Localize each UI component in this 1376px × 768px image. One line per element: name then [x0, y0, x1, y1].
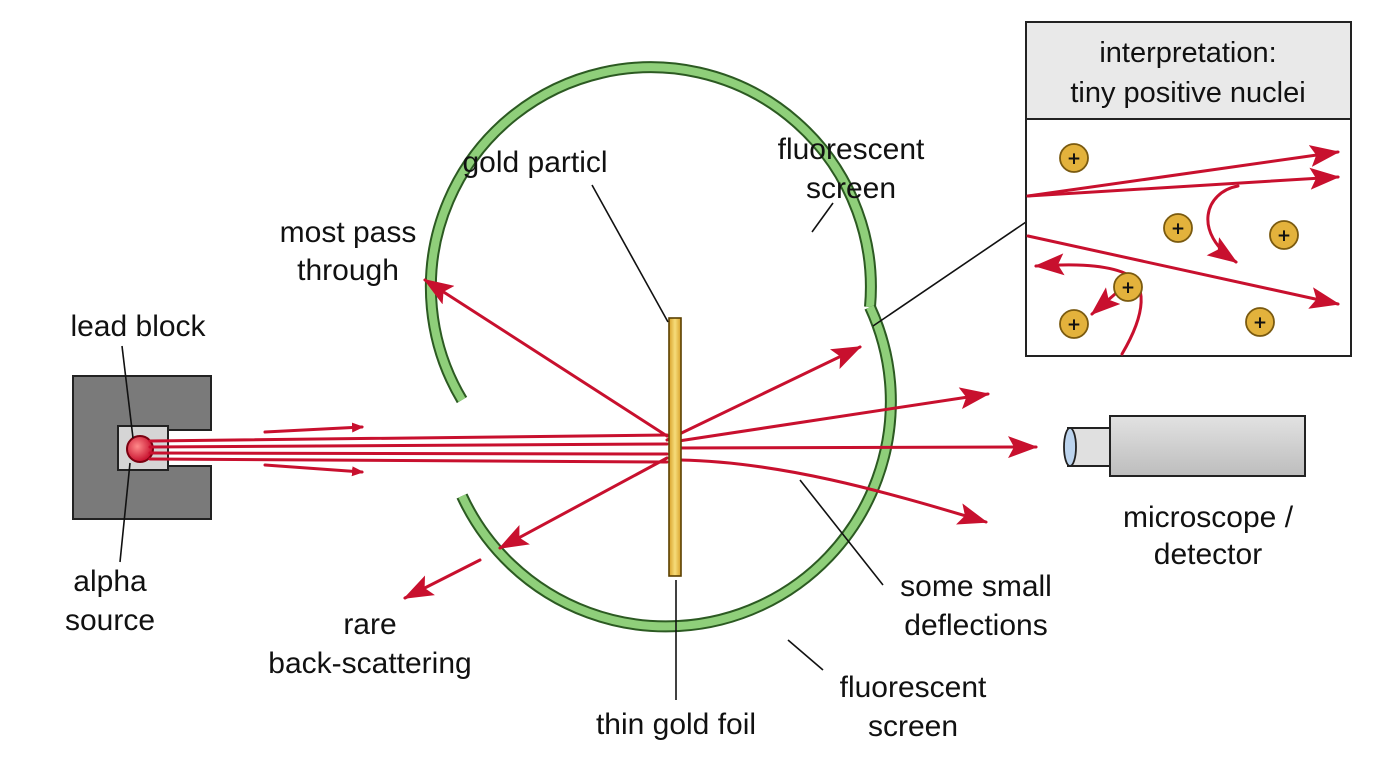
- label-fluorescent-screen-bottom: screen: [868, 710, 958, 743]
- label-fluorescent-screen-bottom: fluorescent: [840, 671, 987, 704]
- label-lead-block: lead block: [70, 310, 206, 343]
- label-small-deflections: deflections: [904, 609, 1047, 642]
- nucleus: +: [1113, 272, 1143, 302]
- leader-lines: [119, 184, 1027, 700]
- inset-title-line2: tiny positive nuclei: [1070, 77, 1305, 109]
- label-microscope-detector: microscope /: [1123, 501, 1294, 534]
- label-thin-gold-foil: thin gold foil: [596, 708, 756, 741]
- nucleus: +: [1269, 220, 1299, 250]
- label-rare-back-scattering: rare: [343, 608, 396, 641]
- label-gold-particle: gold particl: [462, 146, 607, 179]
- nucleus-plus: +: [1067, 315, 1081, 335]
- nucleus-plus: +: [1253, 313, 1267, 333]
- label-most-pass-through: most pass: [280, 216, 417, 249]
- nucleus: +: [1163, 213, 1193, 243]
- nucleus-plus: +: [1277, 226, 1291, 246]
- gold-foil: [668, 317, 682, 577]
- interpretation-inset: interpretation: tiny positive nuclei + +…: [1025, 21, 1352, 357]
- label-alpha-source: alpha: [73, 565, 147, 598]
- label-microscope-detector: detector: [1154, 538, 1262, 571]
- label-fluorescent-screen-top: screen: [806, 172, 896, 205]
- label-rare-back-scattering: back-scattering: [268, 647, 471, 680]
- fluorescent-screen: [424, 61, 897, 633]
- alpha-source: [126, 435, 154, 463]
- nucleus-plus: +: [1121, 278, 1135, 298]
- label-small-deflections: some small: [900, 570, 1052, 603]
- nucleus: +: [1245, 307, 1275, 337]
- beam-direction-arrows: [263, 422, 364, 477]
- scattered-rays: [403, 278, 1038, 600]
- microscope-detector: [1063, 415, 1306, 477]
- label-fluorescent-screen-top: fluorescent: [778, 133, 925, 166]
- nucleus: +: [1059, 143, 1089, 173]
- nucleus: +: [1059, 309, 1089, 339]
- nucleus-plus: +: [1067, 149, 1081, 169]
- inset-title-line1: interpretation:: [1099, 37, 1276, 69]
- inset-paths: [1026, 145, 1340, 356]
- nucleus-plus: +: [1171, 219, 1185, 239]
- alpha-beam: [148, 433, 669, 464]
- label-most-pass-through: through: [297, 254, 399, 287]
- label-alpha-source: source: [65, 604, 155, 637]
